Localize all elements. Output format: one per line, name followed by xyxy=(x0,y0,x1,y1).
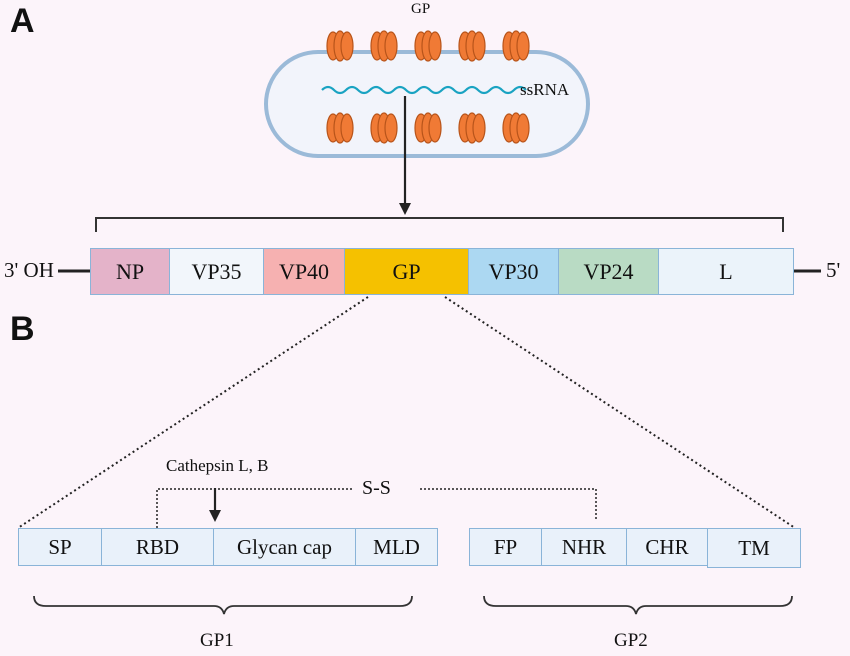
gp-spikes-top xyxy=(326,30,530,62)
rna-to-genome-arrowhead xyxy=(399,203,411,215)
genome-5prime-label: 5' xyxy=(826,258,841,282)
disulfide-connector-right xyxy=(420,488,597,520)
gp1-brace xyxy=(33,595,413,615)
gp-spike xyxy=(326,112,354,144)
gp-zoom-line-right xyxy=(444,296,796,529)
domain-glycan-cap: Glycan cap xyxy=(213,528,356,566)
gp-spike xyxy=(414,112,442,144)
gene-gp: GP xyxy=(344,248,469,295)
disulfide-connector-left xyxy=(156,488,352,528)
domain-nhr: NHR xyxy=(541,528,627,566)
gp-spike xyxy=(458,30,486,62)
gene-vp40: VP40 xyxy=(263,248,345,295)
gene-vp24: VP24 xyxy=(558,248,659,295)
gene-np: NP xyxy=(90,248,170,295)
gp1-label: GP1 xyxy=(200,630,234,651)
ssrna-label: ssRNA xyxy=(520,80,570,99)
gp-spike-label: GP xyxy=(411,1,431,17)
gene-l: L xyxy=(658,248,794,295)
domain-fp: FP xyxy=(469,528,542,566)
genome-3prime-label: 3' OH xyxy=(4,258,54,282)
gp-spike xyxy=(414,30,442,62)
cathepsin-label: Cathepsin L, B xyxy=(166,456,269,475)
gp-spike xyxy=(326,30,354,62)
gp-spike xyxy=(458,112,486,144)
panel-label-a: A xyxy=(10,2,35,40)
domain-rbd: RBD xyxy=(101,528,214,566)
gp-spike xyxy=(370,30,398,62)
gp2-brace xyxy=(483,595,793,615)
panel-label-b: B xyxy=(10,310,35,348)
cathepsin-arrowhead xyxy=(209,510,221,522)
gp-spike xyxy=(370,112,398,144)
domain-sp: SP xyxy=(18,528,102,566)
domain-mld: MLD xyxy=(355,528,438,566)
domain-chr: CHR xyxy=(626,528,708,566)
gp-spikes-bottom xyxy=(326,112,530,144)
gene-vp30: VP30 xyxy=(468,248,559,295)
gp-zoom-line-left xyxy=(17,296,369,529)
genome-bracket xyxy=(95,217,784,232)
ssrna-strand xyxy=(321,85,527,95)
gp-spike xyxy=(502,112,530,144)
domain-tm: TM xyxy=(707,528,801,568)
gp2-label: GP2 xyxy=(614,630,648,651)
disulfide-label: S-S xyxy=(362,477,391,499)
gp-spike xyxy=(502,30,530,62)
gene-vp35: VP35 xyxy=(169,248,264,295)
